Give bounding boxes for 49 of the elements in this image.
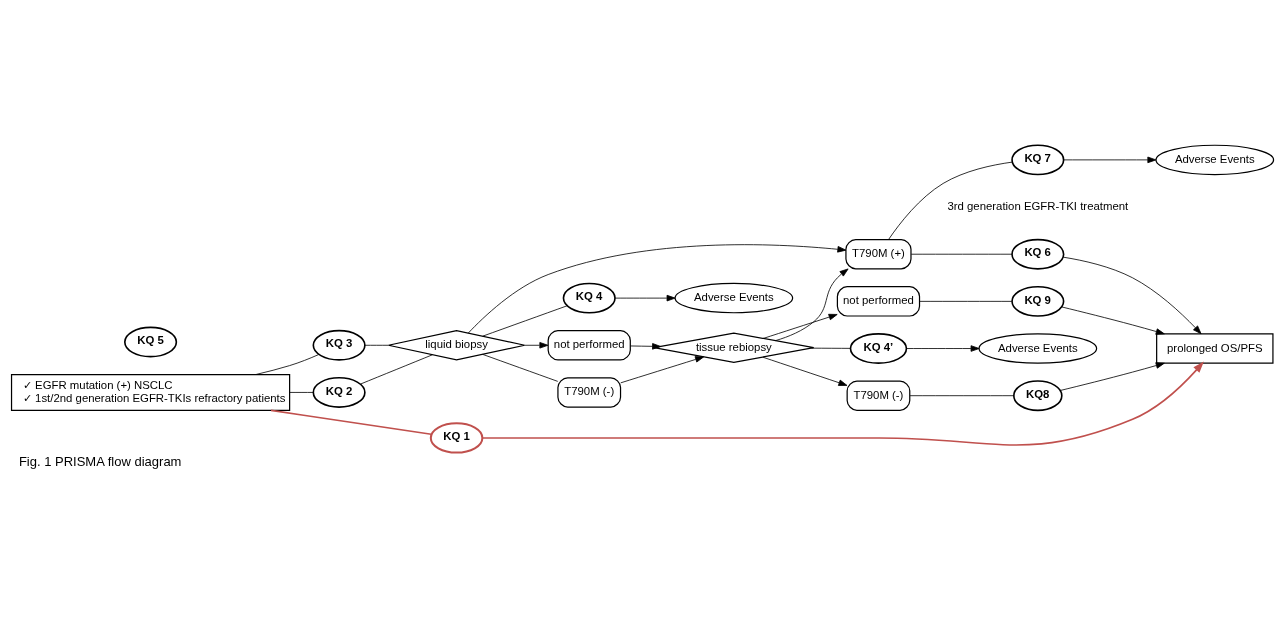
- connector: [482, 353, 559, 382]
- node-ellipse: KQ 7: [1011, 143, 1065, 175]
- node-diamond: liquid biopsy: [387, 329, 526, 361]
- connector: [289, 391, 314, 393]
- arrow: [762, 356, 848, 386]
- node-box: T790M (-): [557, 376, 622, 408]
- node-ellipse: Adverse Events: [978, 332, 1098, 364]
- arrow: [1059, 361, 1165, 391]
- node-ellipse: KQ 6: [1011, 238, 1065, 270]
- node-ellipse: KQ8: [1013, 379, 1063, 411]
- label: 3rd generation EGFR-TKI treatment: [947, 199, 1129, 212]
- arrow: [1063, 156, 1157, 163]
- arrow: [620, 355, 705, 383]
- connector: [888, 161, 1013, 240]
- connector: [364, 344, 389, 346]
- node-box: prolonged OS/PFS: [1156, 332, 1274, 364]
- connector: [811, 347, 851, 349]
- caption: Fig. 1 PRISMA flow diagram: [18, 453, 182, 469]
- node-ellipse: KQ 3: [312, 329, 366, 361]
- connector: [270, 409, 433, 435]
- node-ellipse: KQ 1: [429, 421, 484, 454]
- arrow: [906, 344, 980, 352]
- arrow: [614, 294, 676, 301]
- node-box: T790M (+): [845, 238, 912, 269]
- node-ellipse: Adverse Events: [674, 282, 794, 313]
- node-ellipse: KQ 5: [124, 326, 178, 357]
- arrow: [1061, 306, 1165, 335]
- node-ellipse: KQ 9: [1011, 285, 1065, 317]
- arrow: [762, 313, 838, 339]
- connector: [909, 394, 1015, 396]
- arrow: [524, 341, 549, 349]
- arrow: [481, 360, 1204, 446]
- connector: [255, 353, 320, 375]
- node-ellipse: KQ 4’: [849, 332, 908, 364]
- connector: [360, 353, 433, 384]
- arrow: [775, 268, 849, 341]
- node-ellipse: KQ 2: [312, 376, 366, 408]
- node-box: not performed: [547, 329, 631, 361]
- node-ellipse: Adverse Events: [1155, 144, 1275, 175]
- node-box: T790M (-): [846, 379, 911, 411]
- node-box: not performed: [836, 285, 921, 317]
- arrow: [1062, 256, 1202, 334]
- node-box: ✓ EGFR mutation (+) NSCLC ✓ 1st/2nd generation EGFR-TKIs refractory patients: [10, 373, 291, 411]
- node-ellipse: KQ 4: [562, 282, 616, 314]
- arrow: [467, 243, 847, 333]
- connector: [919, 300, 1013, 302]
- arrow: [630, 342, 662, 350]
- connector: [910, 253, 1013, 255]
- connector: [482, 304, 568, 337]
